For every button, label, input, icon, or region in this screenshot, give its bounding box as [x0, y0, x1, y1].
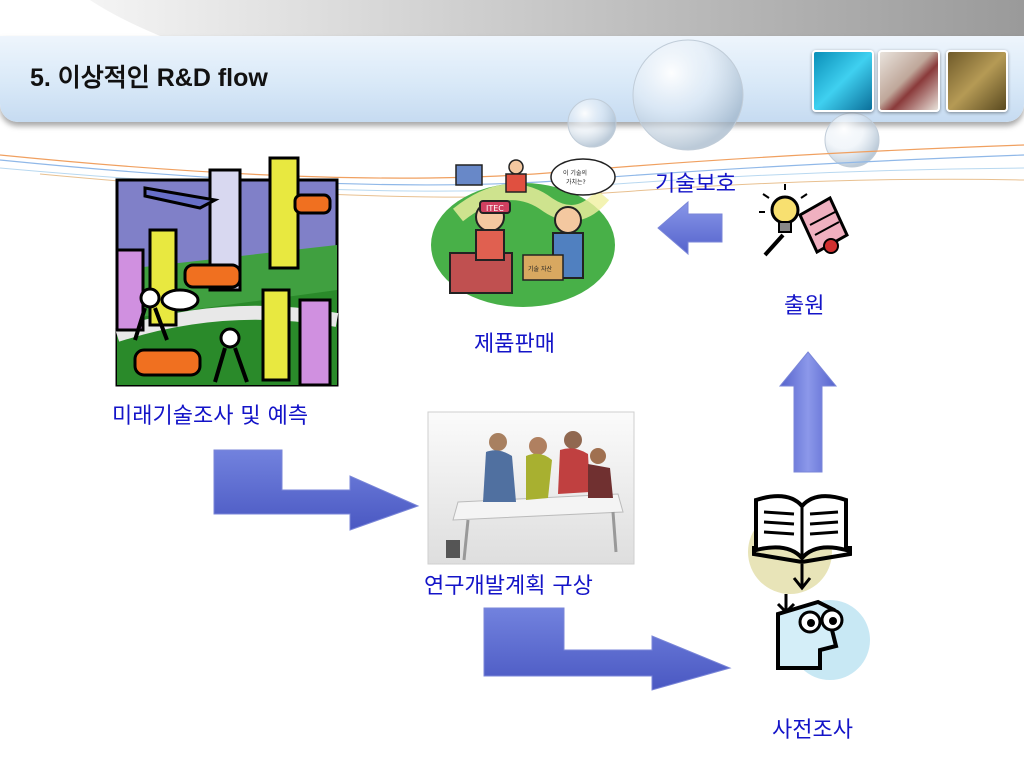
sales-bubble-text-2: 가치는?: [566, 178, 586, 186]
future-tech-label: 미래기술조사 및 예측: [112, 404, 309, 429]
sales-box-text: 기술 자산: [528, 265, 552, 273]
slide-title: 5. 이상적인 R&D flow: [30, 64, 268, 92]
patent-idea-icon: [759, 184, 849, 257]
prior-search-label: 사전조사: [772, 718, 853, 743]
product-sales-label: 제품판매: [474, 332, 555, 357]
top-swoosh-decoration: [90, 0, 1024, 40]
research-book-icon: [748, 494, 870, 680]
bent-arrow-icon-2: [483, 607, 732, 691]
sales-sign-text: ITEC: [486, 204, 504, 213]
up-arrow-icon: [778, 351, 838, 473]
thumbnail-leaf: [946, 50, 1008, 112]
tech-protection-label: 기술보호: [655, 172, 736, 197]
filing-label: 출원: [784, 294, 825, 319]
sales-bubble-text-1: 이 기술의: [563, 169, 587, 177]
bent-arrow-icon-1: [213, 449, 420, 531]
city-illustration: [114, 156, 339, 387]
thumbnail-seal: [878, 50, 940, 112]
rd-planning-photo: [427, 411, 635, 565]
left-arrow-icon: [657, 200, 723, 256]
rd-planning-label: 연구개발계획 구상: [424, 574, 593, 599]
thumbnail-blue-fabric: [812, 50, 874, 112]
product-sales-illustration: ITEC 이 기술의 가치는? 기술 자산: [431, 158, 616, 307]
